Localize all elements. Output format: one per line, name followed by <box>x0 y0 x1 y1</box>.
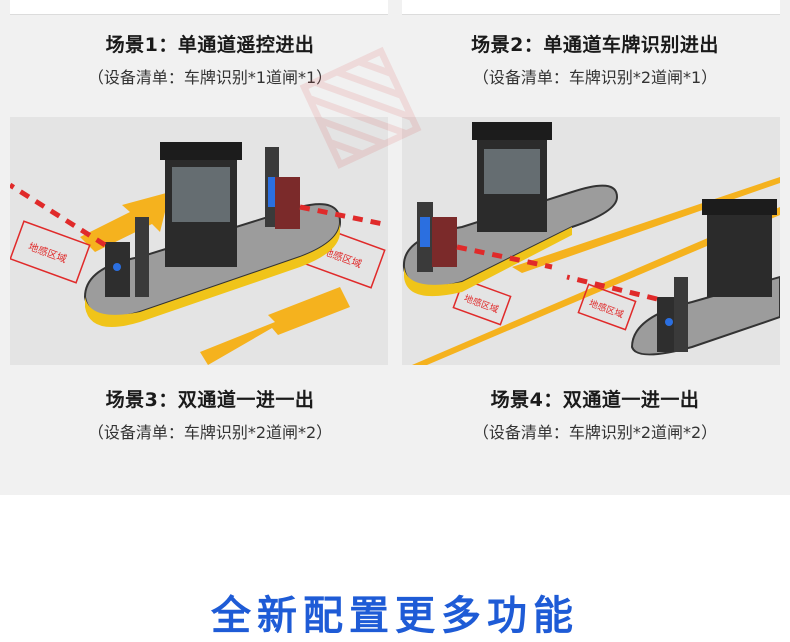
card-top-edge <box>10 0 388 15</box>
lpr-camera-post <box>135 217 149 297</box>
lpr-screen <box>268 177 276 207</box>
direction-arrow <box>80 192 170 252</box>
ground-sensor-zone <box>452 278 512 326</box>
scenario-4-illustration: 地感区域 地感区域 <box>402 117 780 365</box>
lpr-camera-post <box>674 277 688 352</box>
scenario-2-title: 场景2：单通道车牌识别进出 <box>471 34 719 56</box>
lpr-screen <box>420 217 430 247</box>
scenario-1-title: 场景1：单通道遥控进出 <box>105 34 315 56</box>
gate-logo-icon <box>665 318 673 326</box>
barrier-arm <box>456 244 553 270</box>
scenario-1-equipment: （设备清单：车牌识别*1道闸*1） <box>87 68 333 87</box>
scenario-3-title: 场景3：双通道一进一出 <box>105 389 315 411</box>
booth-window <box>172 167 230 222</box>
barrier-arm <box>566 274 658 302</box>
scenario-4-equipment: （设备清单：车牌识别*2道闸*2） <box>472 423 718 442</box>
booth-roof <box>160 142 242 160</box>
booth-window <box>484 149 540 194</box>
guard-booth <box>707 207 772 297</box>
barrier-arm <box>299 204 388 228</box>
scenario-3-equipment: （设备清单：车牌识别*2道闸*2） <box>87 423 333 442</box>
hazard-curb <box>85 222 340 327</box>
section-heading: 全新配置更多功能 <box>211 593 579 639</box>
scenario-4-title: 场景4：双通道一进一出 <box>490 389 700 411</box>
ground-sensor-zone <box>577 283 637 331</box>
barrier-arm <box>10 182 107 248</box>
barrier-gate <box>432 217 457 267</box>
gate-logo-icon <box>113 263 121 271</box>
ground-sensor-zone <box>10 220 91 284</box>
booth-roof <box>472 122 552 140</box>
scenario-2-equipment: （设备清单：车牌识别*2道闸*1） <box>472 68 718 87</box>
barrier-gate <box>275 177 300 229</box>
hazard-curb <box>404 227 572 297</box>
direction-arrow <box>200 287 350 365</box>
card-top-edge <box>402 0 780 15</box>
scenario-3-illustration: 地感区域 地感区域 <box>10 117 388 365</box>
booth-roof <box>702 199 777 215</box>
